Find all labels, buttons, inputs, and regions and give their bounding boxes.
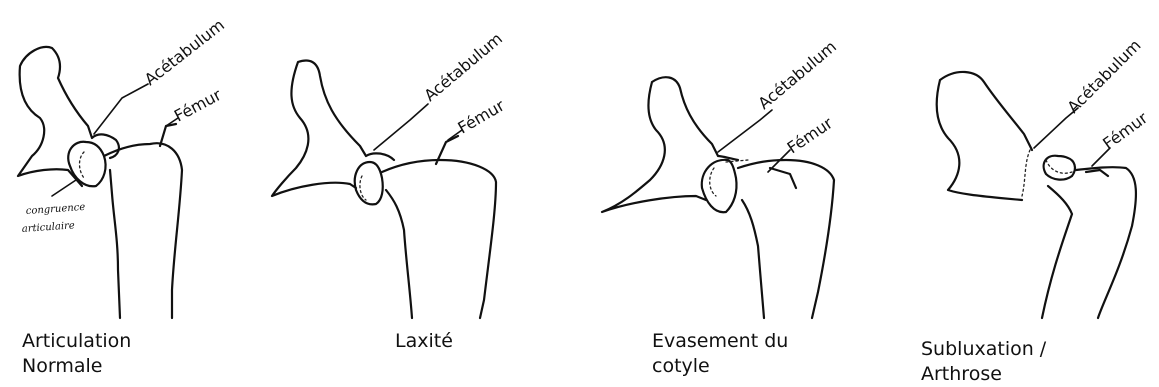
caption-line: Articulation	[22, 329, 131, 354]
femur-drawing	[382, 136, 496, 318]
caption-line: Laxité	[395, 329, 453, 354]
panel-normal-joint: Acétabulum Fémur congruence articulaire	[18, 15, 228, 318]
caption-laxity: Laxité	[395, 329, 453, 354]
acetabulum-label: Acétabulum	[754, 37, 840, 113]
femur-label: Fémur	[455, 96, 509, 138]
acetabulum-label: Acétabulum	[141, 15, 228, 89]
handwritten-note-line2: articulaire	[21, 220, 75, 235]
femur-drawing	[738, 160, 834, 318]
femur-label: Fémur	[1099, 108, 1151, 153]
femoral-head-drawing	[68, 142, 105, 186]
acetabulum-label: Acétabulum	[1063, 36, 1144, 117]
caption-line: Subluxation /	[921, 337, 1046, 362]
femur-drawing	[1042, 167, 1136, 318]
femoral-head-drawing	[702, 160, 737, 212]
pelvis-drawing	[18, 47, 119, 186]
caption-line: Normale	[22, 354, 131, 379]
acetabulum-label: Acétabulum	[420, 29, 506, 105]
panel-cotyle-widening: Acétabulum Fémur	[602, 37, 840, 318]
panel-subluxation: Acétabulum Fémur	[937, 36, 1152, 318]
femur-label: Fémur	[171, 85, 225, 126]
caption-line: Arthrose	[921, 362, 1046, 387]
caption-normal-joint: Articulation Normale	[22, 329, 131, 379]
femoral-head-drawing	[355, 162, 383, 204]
handwritten-note-line1: congruence	[25, 202, 85, 217]
pelvis-drawing	[937, 72, 1032, 200]
panel-laxity: Acétabulum Fémur	[272, 29, 508, 318]
caption-subluxation: Subluxation / Arthrose	[921, 337, 1046, 387]
femur-drawing	[104, 124, 182, 318]
pelvis-drawing	[602, 77, 738, 212]
caption-line: cotyle	[652, 354, 788, 379]
femur-label: Fémur	[784, 113, 837, 157]
femoral-head-drawing	[1044, 156, 1075, 180]
caption-line: Evasement du	[652, 329, 788, 354]
pelvis-drawing	[272, 61, 394, 196]
caption-cotyle-widening: Evasement du cotyle	[652, 329, 788, 379]
